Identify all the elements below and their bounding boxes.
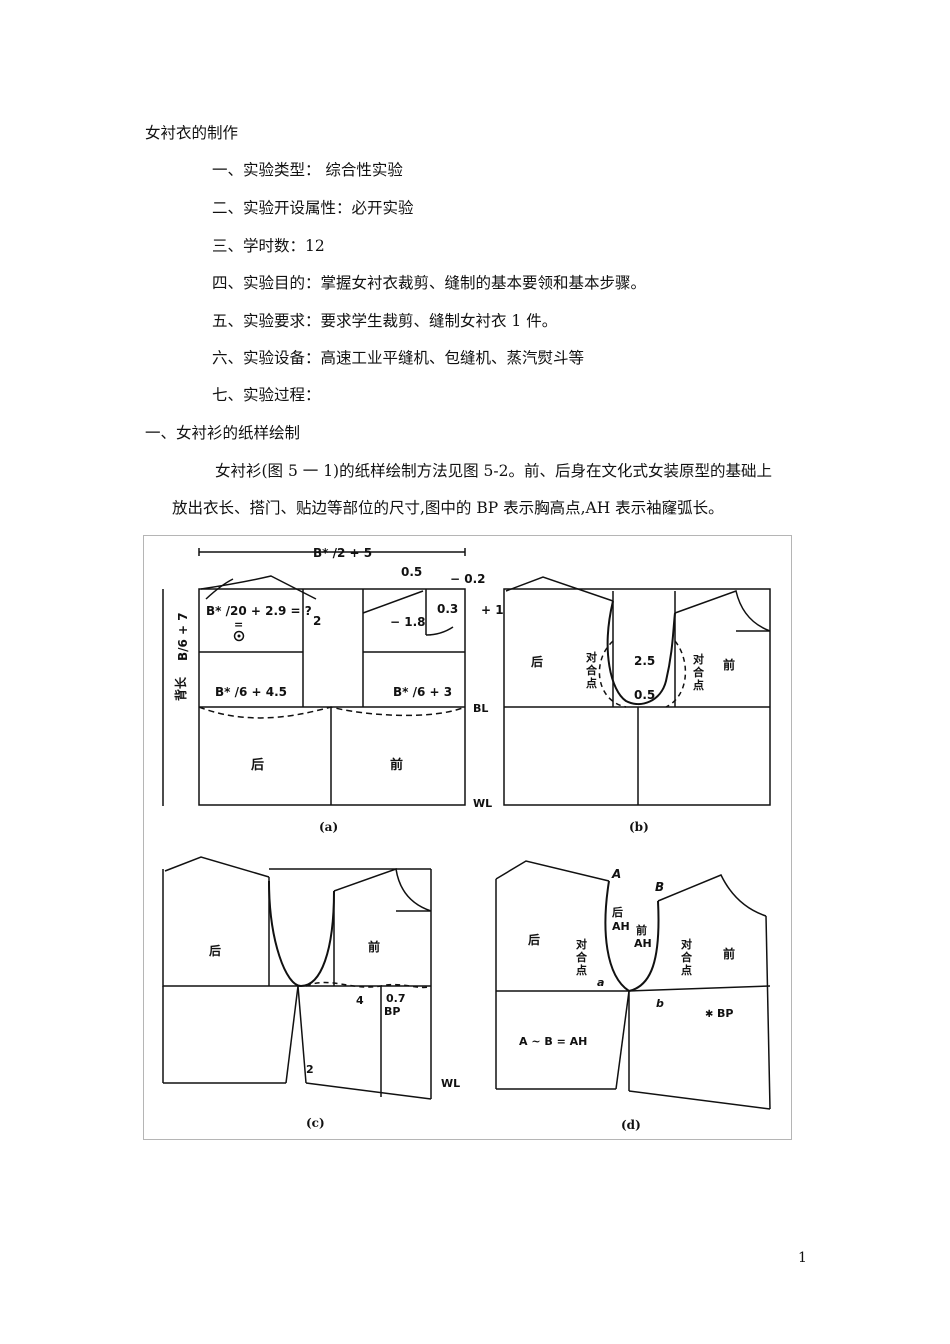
- a-bust-line: BL: [473, 702, 488, 715]
- item-attribute: 二、实验开设属性：必开实验: [212, 199, 414, 217]
- a-equal-mark: =: [234, 618, 243, 631]
- c-waist-line: WL: [441, 1077, 460, 1090]
- b-match-left-2: 合: [586, 663, 598, 677]
- c-measure-2: 2: [306, 1063, 314, 1076]
- a-back-label: 后: [251, 757, 264, 773]
- d-front-ah-1: 前: [636, 923, 647, 937]
- a-back-bust-width: B* /6 + 4.5: [215, 685, 287, 699]
- d-point-A: A: [611, 867, 621, 881]
- c-bust-point: BP: [384, 1005, 400, 1018]
- a-measure-03: 0.3: [437, 602, 458, 616]
- document-title: 女衬衣的制作: [145, 124, 239, 142]
- b-match-right-2: 合: [693, 665, 705, 679]
- a-waist-line: WL: [473, 797, 492, 810]
- d-match-right-3: 点: [681, 963, 692, 977]
- b-back-label: 后: [531, 654, 543, 669]
- a-neck-formula: B* /20 + 2.9 = ?: [206, 604, 312, 618]
- b-measure-05: 0.5: [634, 688, 655, 702]
- d-formula: A ~ B = AH: [519, 1035, 587, 1048]
- item-experiment-type: 一、实验类型： 综合性实验: [212, 161, 403, 179]
- c-front-label: 前: [368, 939, 380, 954]
- a-back-length: 背长: [173, 676, 188, 701]
- d-front-label: 前: [723, 946, 735, 961]
- b-match-left-3: 点: [586, 676, 597, 690]
- b-front-label: 前: [723, 657, 735, 672]
- d-bp-star-icon: ✱: [705, 1009, 713, 1020]
- d-back-label: 后: [528, 932, 540, 947]
- a-top-dimension: B* /2 + 5: [313, 546, 372, 560]
- draft-d-lines: [495, 860, 771, 1110]
- pattern-drafts-svg: B* /2 + 5 B* /20 + 2.9 = ? = B/6 + 7 背长 …: [162, 546, 771, 1132]
- d-point-b: b: [656, 997, 664, 1010]
- item-process: 七、实验过程：: [212, 386, 321, 404]
- d-match-right-1: 对: [681, 937, 692, 951]
- caption-d: (d): [621, 1118, 641, 1132]
- page-number: 1: [798, 1250, 807, 1266]
- item-requirement: 五、实验要求：要求学生裁剪、缝制女衬衣 1 件。: [212, 312, 558, 330]
- c-measure-07: 0.7: [386, 992, 406, 1005]
- caption-a: (a): [319, 820, 338, 834]
- d-bust-point: BP: [717, 1007, 733, 1020]
- item-hours: 三、学时数：12: [212, 237, 325, 255]
- section-heading: 一、女衬衫的纸样绘制: [145, 424, 301, 442]
- d-point-a: a: [597, 976, 604, 989]
- item-equipment: 六、实验设备：高速工业平缝机、包缝机、蒸汽熨斗等: [212, 349, 585, 367]
- item-purpose: 四、实验目的：掌握女衬衣裁剪、缝制的基本要领和基本步骤。: [212, 274, 647, 292]
- a-measure-05: 0.5: [401, 565, 422, 579]
- b-match-right-1: 对: [693, 652, 704, 666]
- a-measure-2: 2: [313, 614, 321, 628]
- draft-a-lines: [162, 548, 466, 806]
- draft-c-lines: [162, 856, 432, 1100]
- d-match-left-2: 合: [576, 950, 588, 964]
- a-measure-plus-1: + 1: [481, 603, 504, 617]
- a-measure-minus-02: − 0.2: [450, 572, 486, 586]
- c-back-label: 后: [209, 943, 221, 958]
- d-match-right-2: 合: [681, 950, 693, 964]
- d-match-left-1: 对: [576, 937, 587, 951]
- a-measure-minus-18: − 1.8: [390, 615, 426, 629]
- b-match-left-1: 对: [586, 650, 597, 664]
- b-measure-25: 2.5: [634, 654, 655, 668]
- a-target-symbol: [233, 630, 245, 642]
- caption-c: (c): [306, 1116, 325, 1130]
- paragraph-line-2: 放出衣长、搭门、贴边等部位的尺寸,图中的 BP 表示胸高点,AH 表示袖窿弧长。: [172, 499, 724, 517]
- d-match-left-3: 点: [576, 963, 587, 977]
- a-target-dot: [237, 634, 241, 638]
- d-back-ah-2: AH: [612, 920, 630, 933]
- caption-b: (b): [629, 820, 649, 834]
- paragraph-line-1: 女衬衫(图 5 一 1)的纸样绘制方法见图 5-2。前、后身在文化式女装原型的基…: [215, 462, 772, 480]
- b-match-right-3: 点: [693, 678, 704, 692]
- a-front-label: 前: [390, 757, 403, 773]
- a-front-bust-width: B* /6 + 3: [393, 685, 452, 699]
- a-side-dimension: B/6 + 7: [176, 612, 190, 661]
- pattern-figure: B* /2 + 5 B* /20 + 2.9 = ? = B/6 + 7 背长 …: [143, 535, 792, 1140]
- c-measure-4: 4: [356, 994, 364, 1007]
- d-point-B: B: [655, 880, 664, 894]
- draft-b-lines: [503, 576, 771, 806]
- d-back-ah-1: 后: [612, 905, 623, 919]
- d-front-ah-2: AH: [634, 937, 652, 950]
